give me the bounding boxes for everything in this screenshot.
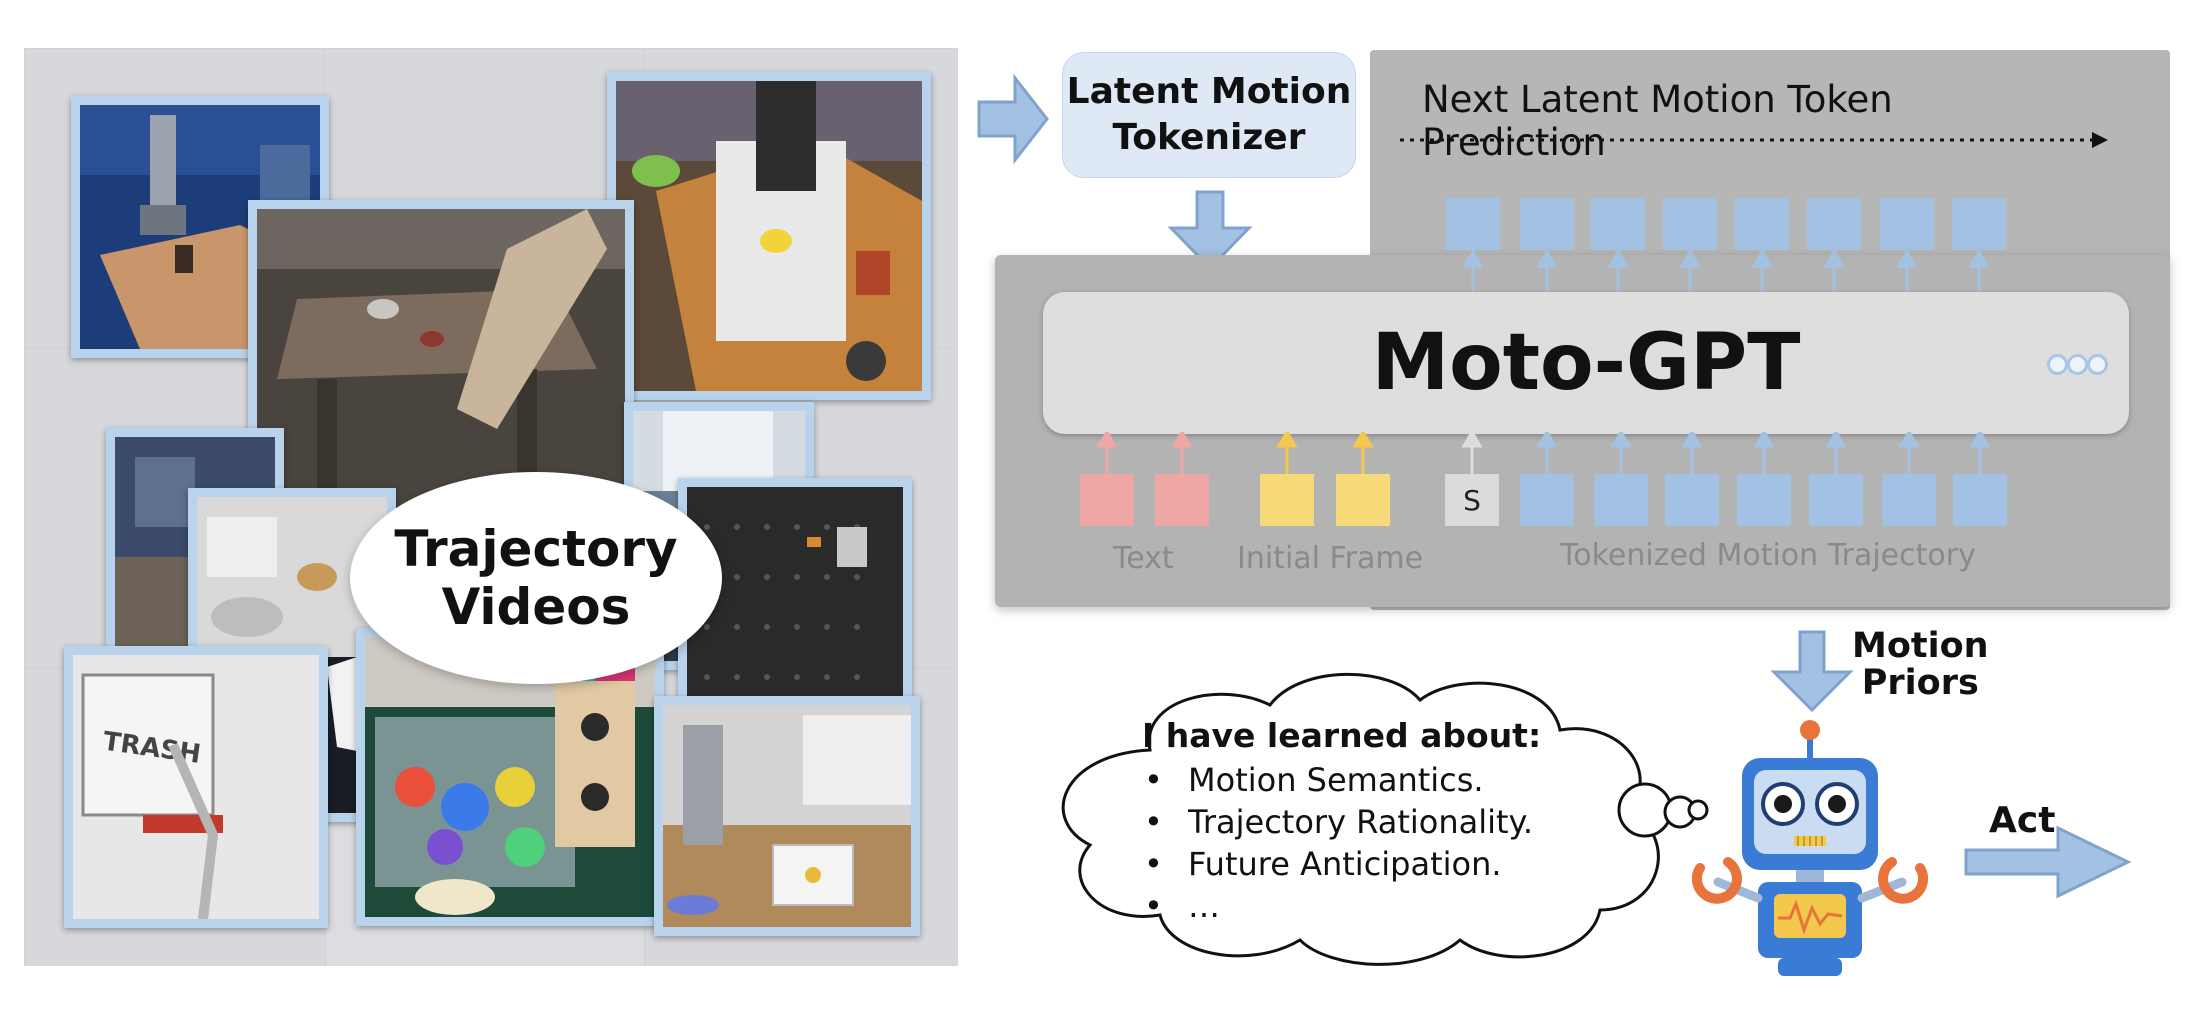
motion-priors-label: Motion Priors xyxy=(1852,628,1989,702)
learned-item-future-anticipation: Future Anticipation. xyxy=(1142,843,1592,885)
input-arrow-icon xyxy=(977,73,1049,165)
motion-priors-line1: Motion xyxy=(1852,626,1989,666)
act-label: Act xyxy=(1989,800,2056,841)
thought-heading: I have learned about: xyxy=(1142,716,1542,755)
motion-trajectory-token xyxy=(1882,474,1936,526)
next-token-prediction-title: Next Latent Motion Token Prediction xyxy=(1422,78,1893,164)
start-token: S xyxy=(1445,474,1499,526)
moto-gpt-block xyxy=(1043,292,2129,434)
input-arrows xyxy=(1096,432,1991,474)
trajectory-label-line1: Trajectory xyxy=(394,520,678,578)
text-token xyxy=(1080,474,1134,526)
predicted-motion-token xyxy=(1446,198,1500,250)
trajectory-label-line2: Videos xyxy=(441,578,631,636)
trajectory-videos-bubble: Trajectory Videos xyxy=(350,472,722,684)
motion-trajectory-token xyxy=(1737,474,1791,526)
predicted-motion-token xyxy=(1735,198,1789,250)
motion-trajectory-label: Tokenized Motion Trajectory xyxy=(1560,538,1976,573)
predicted-motion-token xyxy=(1663,198,1717,250)
output-arrows xyxy=(1462,250,1990,294)
predicted-motion-token xyxy=(1880,198,1934,250)
motion-trajectory-token xyxy=(1520,474,1574,526)
thought-cloud-text: I have learned about: Motion Semantics. … xyxy=(1142,716,1592,927)
predicted-motion-token xyxy=(1952,198,2006,250)
ellipsis-dot xyxy=(2067,354,2088,375)
text-token-label: Text xyxy=(1113,541,1174,576)
latent-motion-tokenizer-box: Latent Motion Tokenizer xyxy=(1062,52,1356,178)
moto-gpt-title: Moto-GPT xyxy=(1371,318,1801,408)
tokenizer-label-line1: Latent Motion xyxy=(1066,71,1352,112)
initial-frame-label: Initial Frame xyxy=(1237,541,1424,576)
tokenizer-label-line2: Tokenizer xyxy=(1112,117,1306,158)
video-frame-tray-robot xyxy=(654,696,920,936)
tokenizer-down-arrow-icon xyxy=(1167,190,1253,271)
initial-frame-token xyxy=(1336,474,1390,526)
predicted-motion-token xyxy=(1591,198,1645,250)
ellipsis-dot xyxy=(2087,354,2108,375)
motion-trajectory-token xyxy=(1594,474,1648,526)
robot-icon xyxy=(1691,720,1929,976)
video-frame-trash-sign: TRASH xyxy=(64,646,328,928)
initial-frame-token xyxy=(1260,474,1314,526)
motion-priors-arrow-icon xyxy=(1770,630,1854,713)
motion-trajectory-token xyxy=(1665,474,1719,526)
learned-item-trajectory-rationality: Trajectory Rationality. xyxy=(1142,801,1592,843)
predicted-motion-token xyxy=(1520,198,1574,250)
trajectory-video-collage: TRASH xyxy=(24,48,958,966)
act-arrow-icon xyxy=(1964,825,2132,899)
motion-trajectory-token xyxy=(1953,474,2007,526)
predicted-motion-token xyxy=(1807,198,1861,250)
prediction-direction-arrow xyxy=(1400,132,2108,148)
motion-trajectory-token xyxy=(1809,474,1863,526)
trajectory-videos-label: Trajectory Videos xyxy=(394,520,677,636)
ellipsis-dot xyxy=(2047,354,2068,375)
learned-item-motion-semantics: Motion Semantics. xyxy=(1142,759,1592,801)
video-frame-gripper-box xyxy=(607,72,931,400)
motion-priors-line2: Priors xyxy=(1861,663,1979,703)
learned-item-ellipsis: … xyxy=(1142,885,1592,927)
learned-list: Motion Semantics. Trajectory Rationality… xyxy=(1142,759,1592,927)
text-token xyxy=(1155,474,1209,526)
